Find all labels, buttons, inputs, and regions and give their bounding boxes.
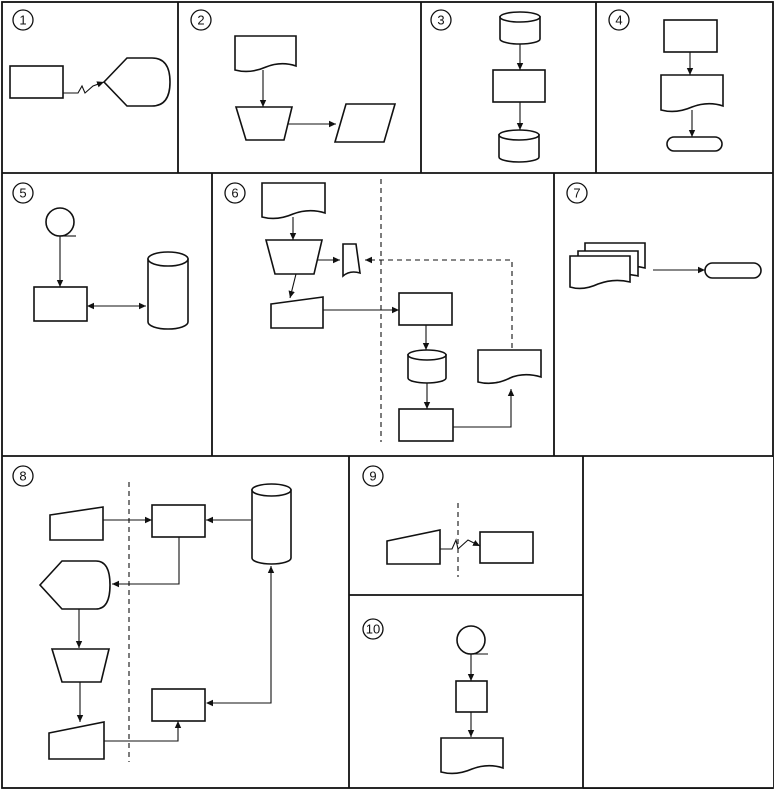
panel-4 xyxy=(660,19,724,152)
document-symbol xyxy=(660,74,724,113)
panel-number-label: 7 xyxy=(573,186,580,201)
panel-2 xyxy=(234,35,397,143)
panel-number-5: 5 xyxy=(12,182,34,204)
panel-3 xyxy=(492,11,546,163)
panel-number-label: 9 xyxy=(369,469,376,484)
disk-storage-symbol xyxy=(407,354,447,384)
panel-number-3: 3 xyxy=(430,9,452,31)
dashed-flow-connector xyxy=(365,256,513,348)
document-symbol xyxy=(477,349,542,385)
panel-7 xyxy=(569,242,762,290)
panel-number-6: 6 xyxy=(224,182,246,204)
process-box xyxy=(492,69,546,103)
manual-operation-symbol xyxy=(234,106,294,141)
panel-number-label: 4 xyxy=(615,13,622,28)
panel-number-1: 1 xyxy=(12,9,34,31)
panel-number-2: 2 xyxy=(190,9,212,31)
manual-input-symbol xyxy=(270,296,324,329)
display-symbol xyxy=(102,57,171,107)
document-symbol xyxy=(440,737,504,775)
process-box xyxy=(479,531,534,564)
disk-storage-symbol xyxy=(499,16,541,45)
magnetic-tape-symbol xyxy=(456,625,486,655)
panel-number-label: 3 xyxy=(437,13,444,28)
panel-number-label: 5 xyxy=(19,186,26,201)
process-box xyxy=(455,680,488,713)
disk-storage-symbol xyxy=(498,134,540,163)
small-document-symbol xyxy=(342,243,361,278)
process-box xyxy=(398,292,453,326)
multi-document-front xyxy=(569,255,631,290)
panel-1 xyxy=(9,57,171,107)
panel-number-label: 10 xyxy=(366,622,380,637)
communication-link-connector xyxy=(440,538,481,551)
terminal-symbol xyxy=(666,136,723,152)
panel-5 xyxy=(33,207,189,330)
manual-operation-symbol xyxy=(50,648,111,683)
panel-number-label: 8 xyxy=(19,469,26,484)
input-output-symbol xyxy=(333,103,397,143)
panel-9 xyxy=(386,503,534,577)
panel-number-10: 10 xyxy=(362,618,384,640)
panel-number-4: 4 xyxy=(608,9,630,31)
manual-input-symbol xyxy=(48,721,105,760)
panel-number-7: 7 xyxy=(566,182,588,204)
panel-number-label: 6 xyxy=(231,186,238,201)
process-box xyxy=(398,408,454,442)
process-box xyxy=(663,19,718,53)
process-box xyxy=(9,65,64,99)
panel-8 xyxy=(38,482,292,762)
process-box xyxy=(33,286,88,322)
terminal-symbol xyxy=(704,262,762,279)
panel-number-9: 9 xyxy=(362,465,384,487)
magnetic-tape-symbol xyxy=(45,207,75,237)
manual-input-symbol xyxy=(49,506,104,541)
document-symbol xyxy=(234,35,297,73)
drum-storage-symbol xyxy=(251,489,292,565)
panel-number-8: 8 xyxy=(12,465,34,487)
manual-operation-symbol xyxy=(264,239,324,275)
bidirectional-connector xyxy=(206,566,275,707)
panel-number-label: 2 xyxy=(197,13,204,28)
process-box xyxy=(151,688,206,722)
drum-storage-symbol xyxy=(147,258,189,330)
panel-6 xyxy=(261,179,542,442)
panel-number-label: 1 xyxy=(19,13,26,28)
manual-input-symbol xyxy=(386,529,441,565)
process-box xyxy=(151,504,206,538)
display-symbol xyxy=(38,560,111,610)
communication-link-connector xyxy=(63,81,105,94)
document-symbol xyxy=(261,182,326,220)
panel-10 xyxy=(440,625,504,775)
